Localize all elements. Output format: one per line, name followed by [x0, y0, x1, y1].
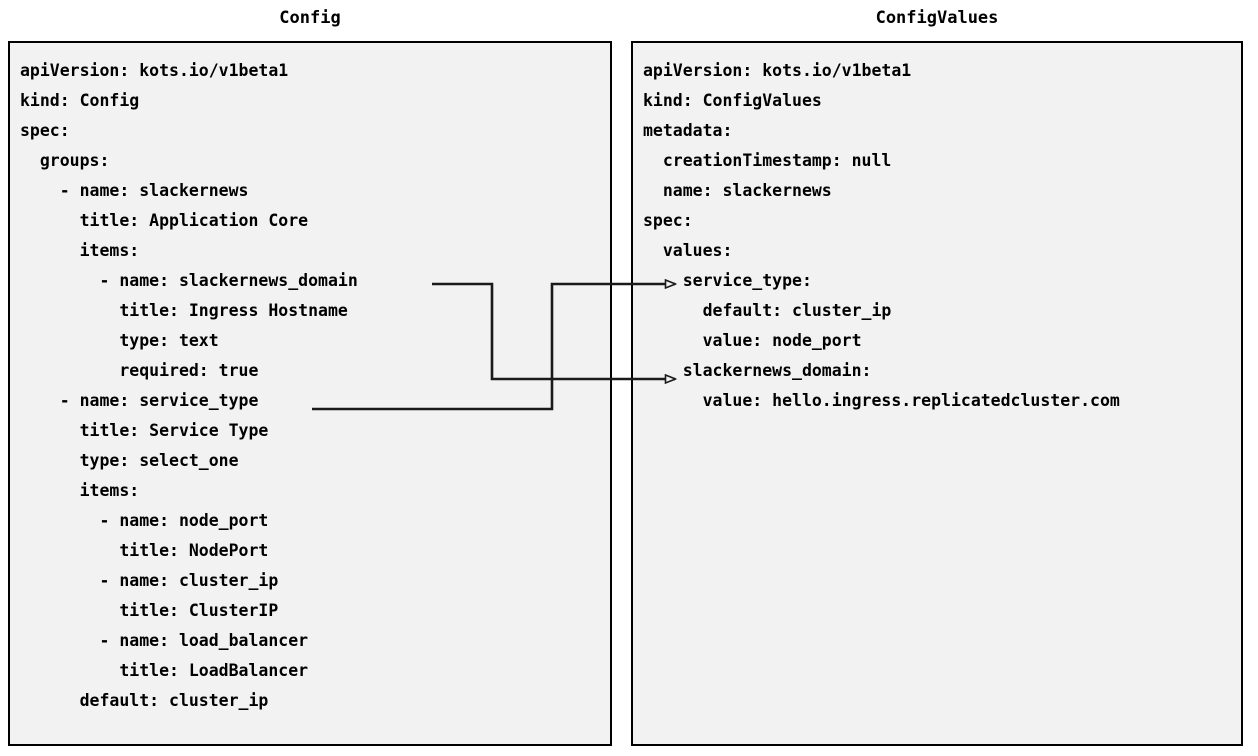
config-panel: apiVersion: kots.io/v1beta1 kind: Config…	[8, 41, 612, 746]
configvalues-yaml-text: apiVersion: kots.io/v1beta1 kind: Config…	[643, 61, 1120, 410]
right-panel-title: ConfigValues	[875, 8, 999, 28]
configvalues-panel: apiVersion: kots.io/v1beta1 kind: Config…	[631, 41, 1243, 746]
left-panel-title: Config	[279, 8, 341, 28]
config-yaml-text: apiVersion: kots.io/v1beta1 kind: Config…	[20, 61, 358, 710]
